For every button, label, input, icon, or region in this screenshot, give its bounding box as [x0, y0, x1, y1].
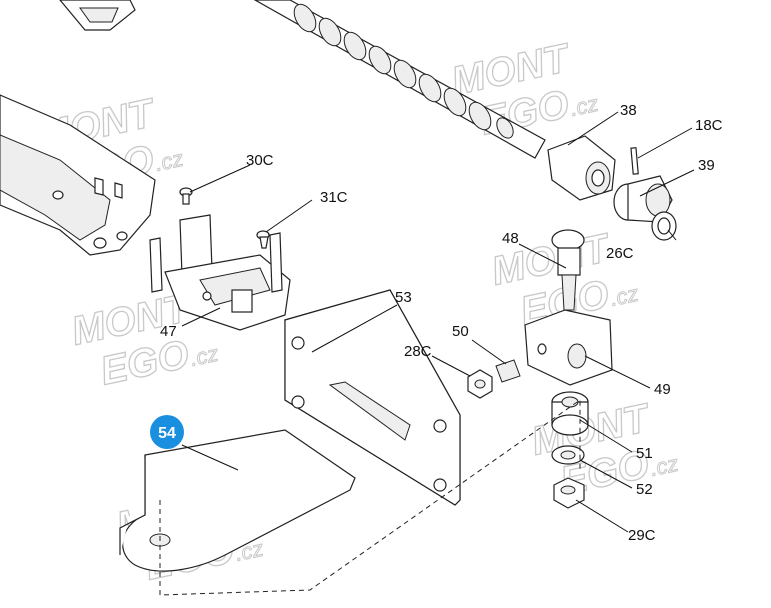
leader-lines	[181, 111, 695, 533]
highlight-badge-circle	[150, 415, 184, 449]
housing-left	[0, 94, 156, 256]
callout-47: 47	[160, 323, 177, 340]
callout-18c: 18C	[695, 117, 723, 134]
svg-text:.cz: .cz	[188, 341, 221, 371]
callout-39: 39	[698, 157, 715, 174]
part-38-nut	[547, 135, 616, 201]
callout-53: 53	[395, 289, 412, 306]
svg-text:.cz: .cz	[153, 146, 186, 176]
screw-shaft	[253, 0, 546, 159]
callout-50: 50	[452, 323, 469, 340]
part-47-bracket	[149, 214, 291, 331]
part-29c-nut	[553, 477, 585, 509]
part-51-spacer	[551, 391, 589, 436]
part-49-bracket	[524, 309, 613, 386]
part-54-lever	[119, 429, 356, 572]
watermark: MONT EGO .cz	[527, 395, 681, 504]
callout-31c: 31C	[320, 189, 348, 206]
callout-26c: 26C	[606, 245, 634, 262]
svg-text:.cz: .cz	[568, 91, 601, 121]
highlight-badge-label: 54	[158, 425, 176, 442]
svg-text:.cz: .cz	[648, 451, 681, 481]
callout-51: 51	[636, 445, 653, 462]
callout-52: 52	[636, 481, 653, 498]
part-52-washer	[551, 445, 585, 465]
assembly-dashed-line	[159, 399, 581, 596]
part-30c-screw	[179, 187, 193, 205]
part-53-plate	[284, 289, 461, 506]
housing-fragment-top	[59, 0, 136, 31]
callout-29c: 29C	[628, 527, 656, 544]
callout-49: 49	[654, 381, 671, 398]
callout-labels: 30C 31C 38 18C 39 26C 48 53 47 50 28C 49…	[160, 102, 723, 544]
part-50-setscrew	[495, 359, 521, 383]
callout-38: 38	[620, 102, 637, 119]
callout-48: 48	[502, 230, 519, 247]
part-48-bolt	[551, 229, 585, 311]
part-18c-pin	[630, 147, 639, 175]
part-39-bushing	[613, 175, 673, 223]
watermark: MONT EGO .cz	[447, 35, 601, 144]
callout-28c: 28C	[404, 343, 432, 360]
part-31c-screw	[256, 230, 270, 249]
part-28c-nut	[467, 369, 493, 399]
callout-30c: 30C	[246, 152, 274, 169]
highlight-badge-54[interactable]: 54	[150, 415, 184, 449]
svg-text:.cz: .cz	[608, 281, 641, 311]
